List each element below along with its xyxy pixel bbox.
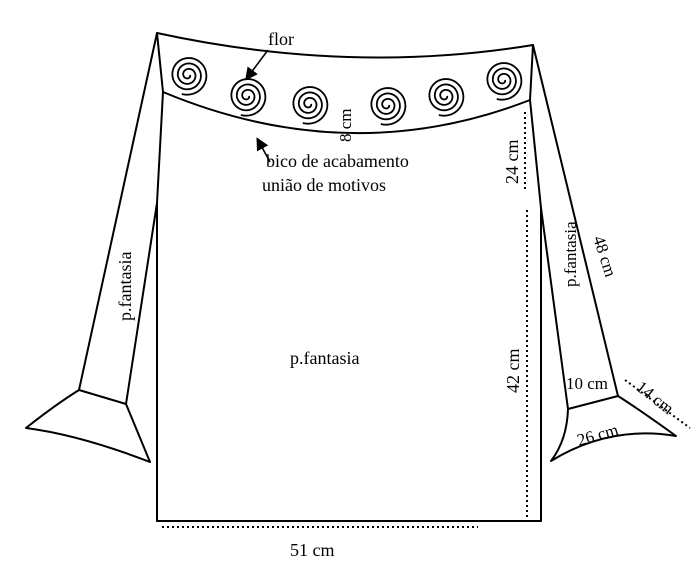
label-right-sleeve-pattern: p.fantasia <box>561 221 580 287</box>
right-sleeve <box>529 44 619 410</box>
label-body-height: 42 cm <box>503 349 523 394</box>
spiral-motif-icon <box>171 57 208 96</box>
label-front-pattern: p.fantasia <box>290 348 359 368</box>
edging-arrow <box>256 137 271 163</box>
left-cuff <box>25 389 151 463</box>
left-sleeve <box>78 32 164 405</box>
label-flower: flor <box>268 29 294 49</box>
flower-arrow <box>245 49 269 81</box>
yoke-band <box>156 32 534 59</box>
spiral-motif-icon <box>428 78 465 117</box>
motif-row <box>171 57 523 126</box>
label-cuff-bottom: 26 cm <box>575 420 621 450</box>
spiral-motif-icon <box>370 87 407 126</box>
spiral-motif-icon <box>486 62 523 101</box>
yoke-band-lower-edge <box>162 91 531 135</box>
label-sleeve-length: 48 cm <box>589 233 620 279</box>
label-body-width: 51 cm <box>290 540 335 560</box>
spiral-motif-icon <box>292 86 329 125</box>
spiral-motif-icon <box>230 78 267 117</box>
label-upper-height: 24 cm <box>502 140 522 185</box>
label-motif-join: união de motivos <box>262 175 386 195</box>
label-cuff-top: 10 cm <box>566 374 608 393</box>
dim-line-cuff-side <box>624 379 691 429</box>
label-cuff-side: 14 cm <box>633 377 678 418</box>
label-left-sleeve-pattern: p.fantasia <box>115 252 135 321</box>
label-yoke-height: 8 cm <box>336 108 355 142</box>
body-panel <box>156 202 542 522</box>
label-edging: bico de acabamento <box>266 151 409 171</box>
right-cuff <box>550 395 677 462</box>
